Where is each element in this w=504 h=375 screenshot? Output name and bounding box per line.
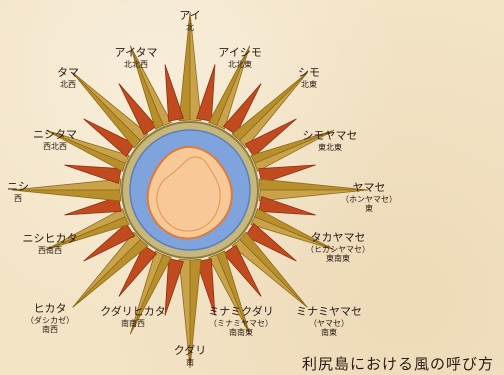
- compass-accent-1: [222, 83, 262, 136]
- wind-label-w: ニシ 西: [7, 180, 29, 203]
- wind-dir-nw: 北西: [60, 79, 76, 89]
- compass-point-right-5: [250, 216, 335, 251]
- wind-dir-ene: 東北東: [318, 142, 342, 152]
- wind-name-sw: ヒカタ: [33, 302, 67, 315]
- island-road: [156, 156, 221, 232]
- wind-dir-n: 北: [185, 22, 194, 32]
- compass-point-right-6: [231, 238, 308, 308]
- wind-label-nnw: アイタマ 北北西: [114, 46, 158, 69]
- wind-name-ese: タカヤマセ: [310, 231, 366, 244]
- compass-accent-12: [64, 164, 122, 184]
- compass-accent-13: [83, 118, 136, 158]
- wind-name-se: ミナミヤマセ: [296, 305, 362, 318]
- wind-dir-se: 南東: [321, 327, 337, 337]
- wind-label-sw: ヒカタ （ダシカゼ） 南西: [25, 302, 75, 334]
- wind-label-ene: シモヤマセ 東北東: [302, 129, 358, 152]
- wind-name-ene: シモヤマセ: [302, 129, 358, 142]
- compass-point-right-2: [238, 72, 308, 149]
- compass-point-right-0: [189, 11, 202, 122]
- wind-label-e: ヤマセ （ホンヤマセ） 東: [341, 181, 397, 213]
- wind-name-wsw: ニシヒカタ: [22, 232, 78, 245]
- wind-dir-w: 西: [14, 193, 22, 203]
- wind-name-n: アイ: [179, 9, 201, 22]
- wind-name-ssw: クダリヒカタ: [100, 305, 166, 318]
- compass-accent-0: [196, 64, 216, 122]
- compass-accent-4: [258, 196, 316, 216]
- compass-point-right-10: [72, 231, 142, 308]
- compass-point-right-9: [129, 250, 164, 335]
- compass-accent-3: [258, 164, 316, 184]
- wind-label-nne: アイシモ 北北東: [218, 46, 262, 69]
- wind-label-wsw: ニシヒカタ 西南西: [22, 232, 78, 255]
- wind-alt-se: （ヤマセ）: [309, 318, 349, 328]
- wind-dir-ssw: 南南西: [121, 318, 145, 328]
- wind-dir-s: 南: [186, 357, 194, 367]
- wind-dir-e: 東: [365, 203, 373, 213]
- wind-name-s: クダリ: [173, 344, 207, 357]
- compass-point-right-14: [72, 72, 149, 142]
- compass-point-right-4: [258, 189, 369, 202]
- compass-point-right-3: [254, 129, 335, 172]
- wind-alt-ese: （ヒガシヤマセ）: [306, 244, 370, 254]
- wind-alt-sw: （ダシカゼ）: [25, 315, 75, 325]
- wind-dir-sse: 南南東: [229, 327, 253, 337]
- wind-name-e: ヤマセ: [352, 181, 386, 194]
- compass-accent-15: [164, 64, 184, 122]
- wind-dir-nnw: 北北西: [123, 59, 148, 69]
- wind-dir-sw: 南西: [41, 324, 58, 334]
- compass-accent-7: [196, 258, 216, 316]
- wind-dir-wnw: 西北西: [43, 141, 67, 151]
- wind-name-sse: ミナミクダリ: [208, 305, 274, 318]
- wind-name-wnw: ニシタマ: [33, 128, 77, 141]
- wind-alt-sse: （ミナミヤマセ）: [209, 318, 273, 328]
- wind-label-ese: タカヤマセ （ヒガシヤマセ） 東南東: [306, 231, 370, 263]
- compass-accent-14: [118, 83, 158, 136]
- compass-point-right-15: [129, 45, 172, 126]
- wind-dir-nne: 北北東: [227, 59, 252, 69]
- compass-accent-8: [164, 258, 184, 316]
- wind-name-nnw: アイタマ: [114, 46, 158, 59]
- wind-dir-ne: 北東: [301, 79, 317, 89]
- compass-accent-2: [244, 118, 297, 158]
- compass-accent-9: [118, 244, 158, 297]
- compass-points: [11, 11, 369, 369]
- wind-label-ssw: クダリヒカタ 南南西: [100, 305, 166, 328]
- wind-label-se: ミナミヤマセ （ヤマセ） 南東: [296, 305, 362, 337]
- wind-name-ne: シモ: [298, 66, 320, 79]
- wind-label-s: クダリ 南: [173, 344, 207, 367]
- wind-label-n: アイ 北: [179, 9, 201, 32]
- wind-label-sse: ミナミクダリ （ミナミヤマセ） 南南東: [208, 305, 274, 337]
- wind-name-nne: アイシモ: [218, 46, 262, 59]
- compass-point-right-13: [45, 129, 130, 164]
- wind-alt-e: （ホンヤマセ）: [341, 194, 397, 204]
- compass-point-right-7: [208, 254, 251, 335]
- wind-label-wnw: ニシタマ 西北西: [33, 128, 77, 151]
- wind-label-ne: シモ 北東: [298, 66, 320, 89]
- compass-accent-11: [64, 196, 122, 216]
- compass-point-right-8: [178, 258, 191, 369]
- compass-accent-10: [83, 222, 136, 262]
- wind-name-nw: タマ: [57, 66, 79, 79]
- compass-point-right-11: [45, 208, 126, 251]
- diagram-title: 利尻島における風の呼び方: [301, 355, 494, 373]
- compass-accent-5: [244, 222, 297, 262]
- compass-accent-6: [222, 244, 262, 297]
- wind-dir-wsw: 西南西: [38, 245, 62, 255]
- compass-point-right-12: [11, 178, 122, 191]
- wind-dir-ese: 東南東: [326, 253, 350, 263]
- compass-point-right-1: [216, 45, 251, 130]
- wind-name-w: ニシ: [7, 180, 29, 193]
- wind-label-nw: タマ 北西: [57, 66, 79, 89]
